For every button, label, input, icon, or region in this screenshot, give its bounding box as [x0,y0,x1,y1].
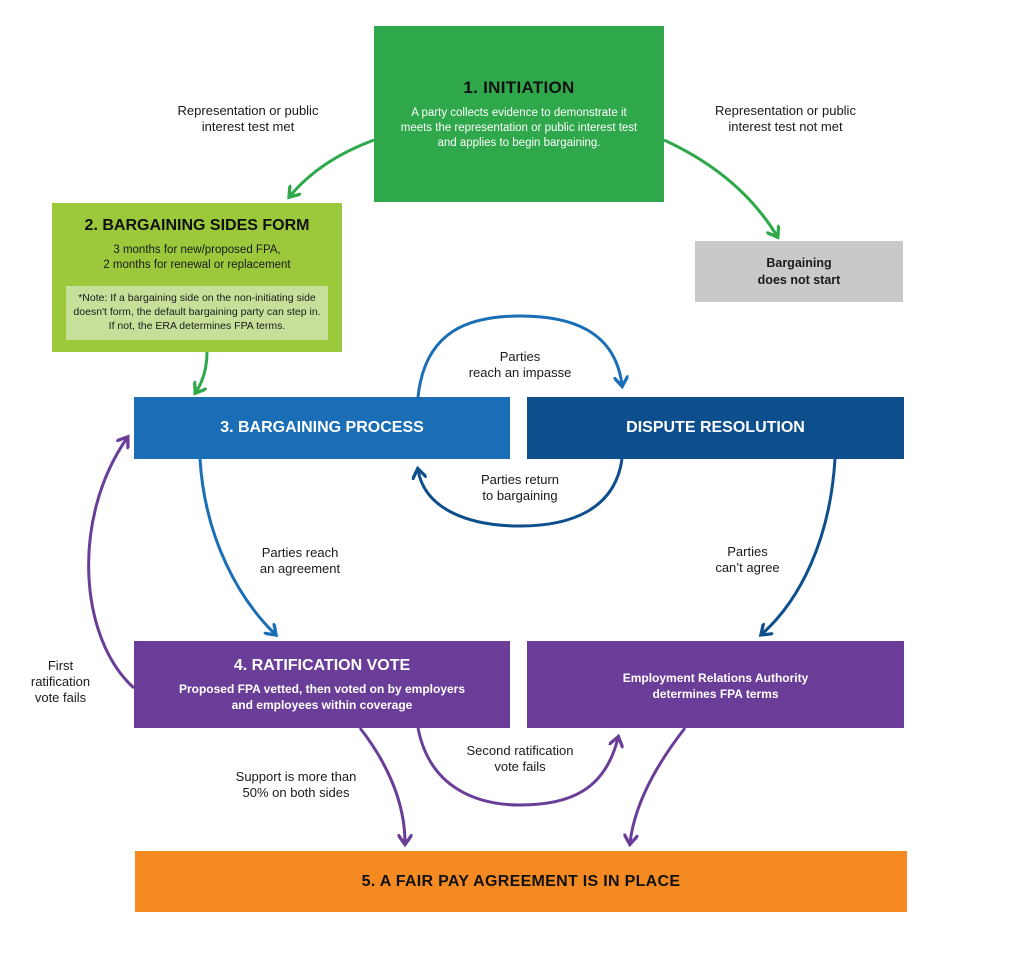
fair-pay-agreement-box: 5. A FAIR PAY AGREEMENT IS IN PLACE [135,851,907,912]
ratification-description: Proposed FPA vetted, then voted on by em… [178,682,466,712]
arrow-sides-to-process [196,351,209,392]
arrow-test-met [290,138,375,196]
bargaining-not-started-box: Bargaining does not start [695,241,903,302]
no-start-line-1: Bargaining [766,256,832,270]
bargaining-sides-title: 2. BARGAINING SIDES FORM [84,217,310,234]
dispute-resolution-box: DISPUTE RESOLUTION [527,397,904,459]
initiation-description: A party collects evidence to demonstrate… [400,107,638,149]
bargaining-process-box: 3. BARGAINING PROCESS [134,397,510,459]
initiation-title: 1. INITIATION [463,78,575,97]
arrow-test-not-met [663,138,777,236]
arrow-era-to-fpa [630,727,687,843]
era-line-2: determines FPA terms [652,687,779,701]
bargaining-sides-box: 2. BARGAINING SIDES FORM 3 months for ne… [52,203,342,352]
era-determines-box: Employment Relations Authority determine… [527,641,904,728]
bargaining-sides-desc-2: 2 months for renewal or replacement [103,259,291,271]
no-start-line-2: does not start [757,273,841,287]
era-line-1: Employment Relations Authority [622,671,809,685]
ratification-vote-box: 4. RATIFICATION VOTE Proposed FPA vetted… [134,641,510,728]
bargaining-sides-desc-1: 3 months for new/proposed FPA, [113,244,281,256]
arrow-first-fails [87,438,135,690]
initiation-box: 1. INITIATION A party collects evidence … [374,26,664,202]
bargaining-sides-note: *Note: If a bargaining side on the non-i… [66,286,328,340]
ratification-title: 4. RATIFICATION VOTE [233,657,411,674]
